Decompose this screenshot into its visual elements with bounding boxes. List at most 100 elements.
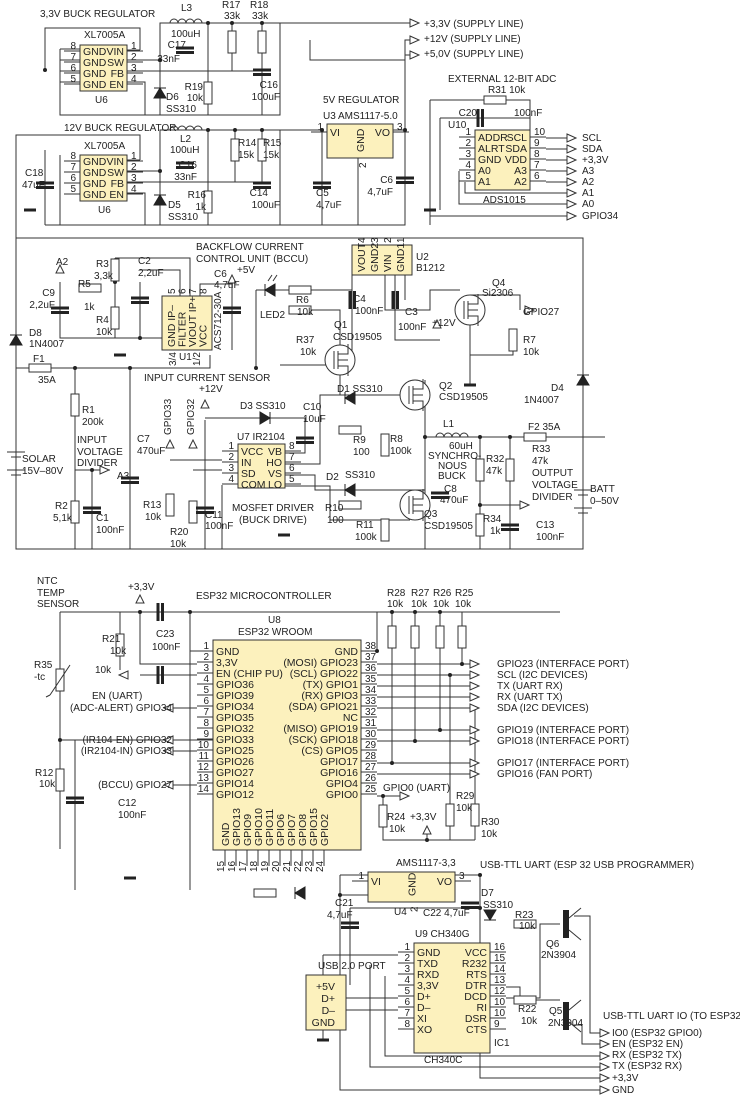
junction-dot [90, 468, 94, 472]
label: 1k [195, 202, 207, 213]
label: D8 [29, 328, 42, 339]
label: C9 [42, 288, 55, 299]
label: U1 [179, 352, 192, 363]
resistor [203, 81, 213, 105]
label: 47k [486, 466, 503, 477]
pin-label: GPIO2 [319, 814, 331, 846]
label: OUTPUT [532, 468, 573, 479]
led-rays-icon [267, 274, 278, 282]
label: U4 [394, 907, 407, 918]
label: C2 [138, 256, 151, 267]
port-arrow-icon [599, 1051, 611, 1061]
wire [115, 257, 191, 296]
label: +3,3V (SUPPLY LINE) [424, 19, 523, 30]
pin-label: ALRT [478, 143, 505, 155]
resistor [513, 995, 537, 1005]
pin-label: GND [83, 57, 107, 69]
pin-label: GND [83, 189, 107, 201]
junction-dot [438, 610, 442, 614]
label: 100nF [514, 108, 542, 119]
label: 60uH [449, 441, 473, 452]
pin-number: 2 [410, 906, 421, 912]
label: A0 [582, 199, 595, 210]
label: D1 SS310 [337, 384, 383, 395]
port-arrow-icon [566, 133, 578, 143]
label: +5,0V (SUPPLY LINE) [424, 49, 523, 60]
pin-number: 20 [271, 860, 282, 872]
label: C22 4,7uF [423, 908, 470, 919]
label: A1 [582, 188, 595, 199]
label: R37 [296, 335, 315, 346]
label: R4 [96, 315, 109, 326]
label: F1 [33, 354, 45, 365]
pin-label: (SDA) GPIO21 [289, 701, 359, 713]
label: 3/4 [168, 352, 179, 366]
label: 10k [187, 93, 204, 104]
transistor-icon [563, 910, 569, 938]
label: CSD19505 [439, 392, 488, 403]
label: R30 [481, 817, 500, 828]
label: R21 [102, 634, 121, 645]
label: 200k [82, 417, 105, 428]
pin-label: GND [83, 79, 107, 91]
pin-number: 4 [131, 184, 137, 195]
label: 10k [411, 599, 428, 610]
port-arrow-icon [188, 438, 198, 449]
pin-label: VIN [106, 46, 124, 58]
pin-number: 3 [228, 463, 234, 474]
port-arrow-icon [566, 144, 578, 154]
pin-number: 11 [199, 751, 210, 762]
pin-number: 8 [534, 149, 540, 160]
junction-dot [230, 21, 234, 25]
pin-label: GPIO34 [216, 701, 254, 713]
pin-label: GND [216, 646, 240, 658]
label: 1/2 [192, 352, 203, 366]
diode-icon [153, 87, 167, 99]
label: D2 [326, 472, 339, 483]
label: GPIO27 [523, 307, 560, 318]
pin-label: GND [335, 646, 359, 658]
resistor [475, 458, 485, 482]
label: 10k [297, 307, 314, 318]
junction-dot [508, 435, 512, 439]
label: GPIO19 (INTERFACE PORT) [497, 725, 629, 736]
label: U2 [416, 252, 429, 263]
pin-number: 1 [465, 127, 471, 138]
resistor [475, 513, 485, 537]
pin-label: GND [355, 128, 367, 152]
label: U6 [95, 95, 108, 106]
label: R23 [515, 910, 534, 921]
label: 10k [523, 347, 540, 358]
diode-icon [153, 194, 167, 206]
junction-dot [43, 68, 47, 72]
junction-dot [375, 649, 379, 653]
label: D6 [166, 92, 179, 103]
label: Q1 [334, 320, 348, 331]
label: CONTROL UNIT (BCCU) [196, 254, 308, 265]
label: C8 [444, 484, 457, 495]
label: R35 [34, 660, 53, 671]
label: U7 IR2104 [237, 432, 285, 443]
pin-label: 3,3V [417, 980, 439, 992]
label: A3 [117, 471, 130, 482]
resistor [230, 138, 240, 162]
wire [339, 875, 600, 1091]
wire [369, 965, 600, 1068]
pin-number: 6 [203, 696, 209, 707]
pin-number: 7 [70, 52, 76, 63]
junction-dot [478, 873, 482, 877]
label: RX (UART TX) [497, 692, 563, 703]
label: (IR2104-IN) GPIO33 [81, 746, 173, 757]
capacitor [156, 603, 160, 621]
label: (IR104-EN) GPIO32 [83, 735, 173, 746]
pin-number: 14 [198, 784, 210, 795]
pin-number: 7 [188, 288, 199, 294]
capacitor [253, 73, 271, 76]
label: L2 [180, 134, 192, 145]
resistor [70, 393, 80, 417]
label: C6 [214, 269, 227, 280]
pin-label: GND [83, 178, 107, 190]
pin-number: 25 [365, 784, 377, 795]
pin-number: 15 [494, 953, 506, 964]
pin-number: 1 [396, 237, 407, 243]
